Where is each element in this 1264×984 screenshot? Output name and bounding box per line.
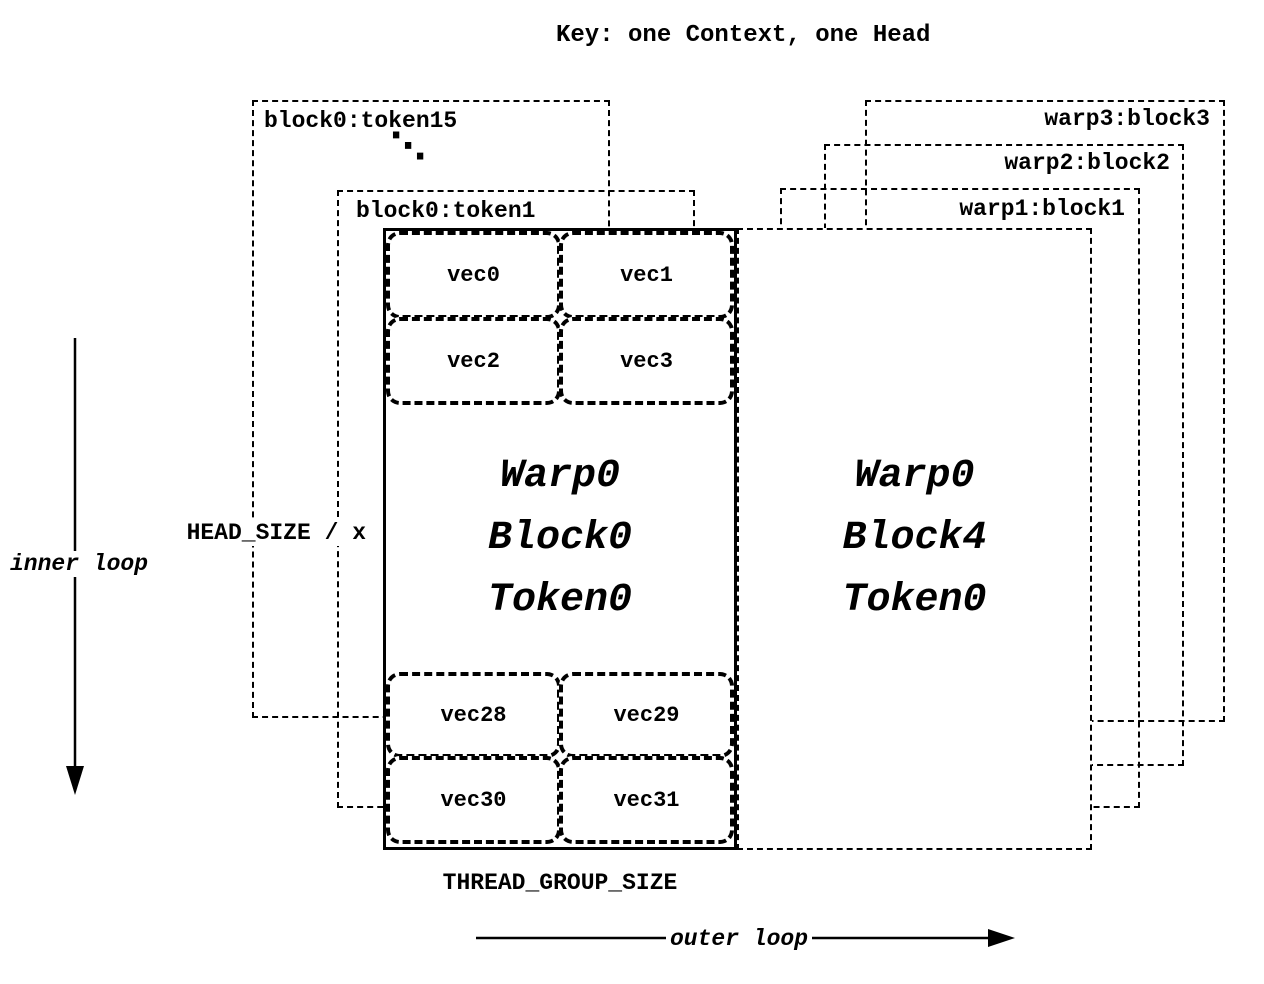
vec0-cell: vec0 [386,231,561,319]
warp3-block3-label: warp3:block3 [1044,106,1210,132]
block-line: Block4 [842,516,987,561]
vec29-cell: vec29 [559,672,734,758]
warp1-block1-label: warp1:block1 [959,196,1125,222]
block0-token15-label: block0:token15 [264,108,458,134]
warp2-block2-label: warp2:block2 [1004,150,1170,176]
vec31-cell: vec31 [559,756,734,844]
thread-group-size-label: THREAD_GROUP_SIZE [442,870,678,896]
inner-loop-label: inner loop [6,551,153,577]
vec30-cell: vec30 [386,756,561,844]
diagram-title: Key: one Context, one Head [556,22,931,49]
block-line: Token0 [842,578,987,623]
warp0-block0-token0-text: Warp0 Block0 Token0 [488,446,632,632]
block-line: Warp0 [499,454,621,499]
stack-ellipsis-icon: ⋱ [390,126,426,167]
warp0-block4-token0-box: Warp0 Block4 Token0 [737,228,1092,850]
block-line: Block0 [487,516,633,561]
block-line: Token0 [487,578,633,623]
vec1-cell: vec1 [559,231,734,319]
warp0-block0-token0-box: Warp0 Block0 Token0 vec0 vec1 vec2 vec3 … [383,228,737,850]
outer-loop-label: outer loop [666,926,813,952]
warp0-block4-token0-text: Warp0 Block4 Token0 [842,446,986,632]
head-size-label: HEAD_SIZE / x [165,520,370,546]
vec28-cell: vec28 [386,672,561,758]
vec2-cell: vec2 [386,317,561,405]
vec3-cell: vec3 [559,317,734,405]
block0-token1-label: block0:token1 [356,198,536,224]
block-line: Warp0 [854,454,975,499]
